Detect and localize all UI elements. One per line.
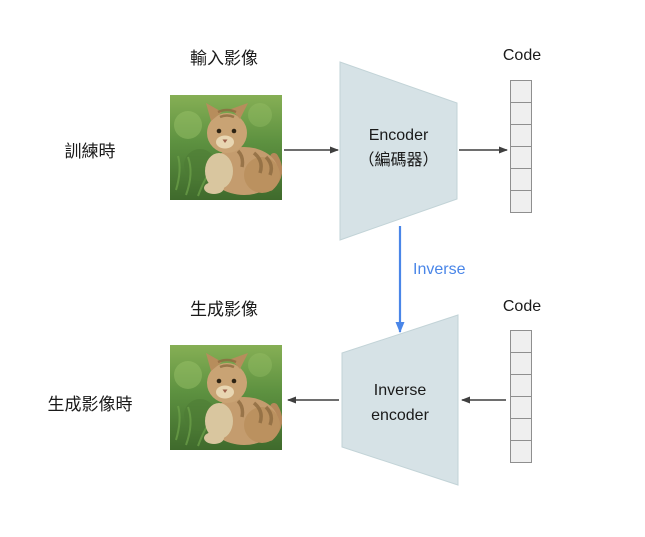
code-cell <box>510 190 532 213</box>
code-label-top: Code <box>502 47 542 64</box>
code-cell <box>510 168 532 191</box>
generated-image-title: 生成影像 <box>190 300 258 319</box>
code-vector-bottom <box>510 330 532 463</box>
inverse-encoder-label-line2: encoder <box>371 407 429 424</box>
input-cat-image <box>170 95 282 200</box>
code-cell <box>510 418 532 441</box>
inverse-encoder-label-line1: Inverse <box>373 382 427 399</box>
input-image-title: 輸入影像 <box>190 49 258 68</box>
code-cell <box>510 80 532 103</box>
generated-cat-image <box>170 345 282 450</box>
code-cell <box>510 352 532 375</box>
inverse-encoder-label: Inverse encoder <box>342 378 458 428</box>
code-cell <box>510 374 532 397</box>
code-vector-top <box>510 80 532 213</box>
cat-photo-illustration <box>170 95 282 200</box>
inverse-label: Inverse <box>413 261 466 278</box>
training-row-label: 訓練時 <box>64 142 116 161</box>
code-cell <box>510 396 532 419</box>
code-cell <box>510 124 532 147</box>
code-label-bottom: Code <box>502 298 542 315</box>
encoder-label-line1: Encoder <box>368 127 429 144</box>
encoder-label: Encoder （編碼器） <box>340 123 457 173</box>
code-cell <box>510 102 532 125</box>
encoder-label-line2: （編碼器） <box>358 152 439 169</box>
generation-row-label: 生成影像時 <box>47 395 133 414</box>
code-cell <box>510 330 532 353</box>
code-cell <box>510 440 532 463</box>
cat-photo-illustration <box>170 345 282 450</box>
code-cell <box>510 146 532 169</box>
